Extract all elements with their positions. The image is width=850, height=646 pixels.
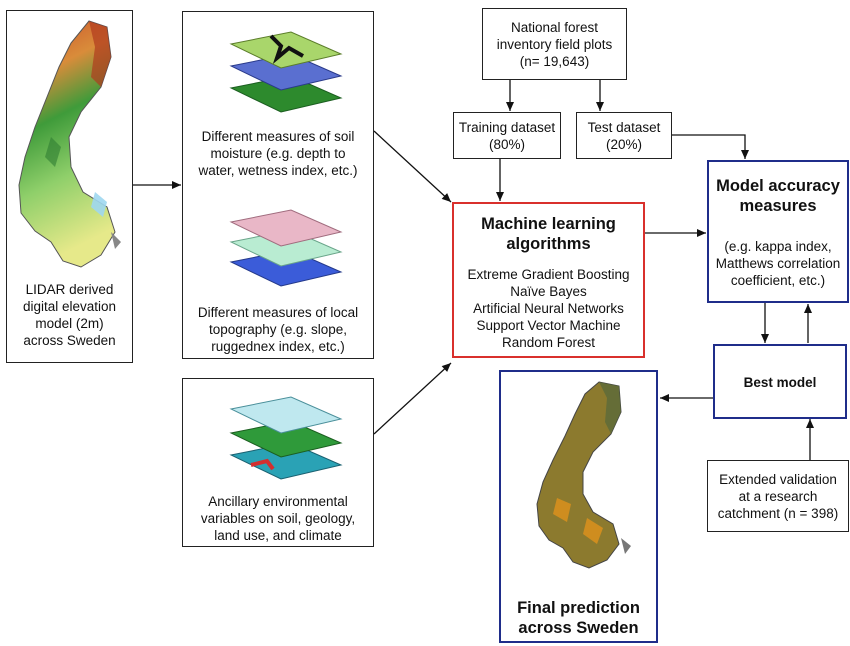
ancillary-layers-image bbox=[229, 396, 343, 480]
ml-algorithm-item: Naïve Bayes bbox=[510, 284, 587, 299]
lidar-label: LIDAR derived digital elevation model (2… bbox=[22, 282, 117, 348]
ml-algorithm-item: Extreme Gradient Boosting bbox=[467, 267, 630, 282]
soil-moisture-label: Different measures of soil moisture (e.g… bbox=[198, 129, 358, 178]
topography-label: Different measures of local topography (… bbox=[197, 305, 359, 354]
ml-algorithm-item: Support Vector Machine bbox=[476, 318, 621, 333]
best-model-box: Best model bbox=[713, 344, 847, 419]
lidar-box: LIDAR derived digital elevation model (2… bbox=[6, 10, 133, 363]
test-dataset-label: Test dataset (20%) bbox=[587, 120, 661, 152]
extended-validation-label: Extended validation at a research catchm… bbox=[717, 472, 839, 521]
field-plots-box: National forest inventory field plots (n… bbox=[482, 8, 627, 80]
ml-algorithms-box: Machine learning algorithms Extreme Grad… bbox=[452, 202, 645, 358]
sweden-elevation-map-image bbox=[18, 20, 121, 268]
ml-algorithm-item: Random Forest bbox=[501, 335, 596, 350]
sweden-prediction-map-image bbox=[536, 381, 631, 569]
ml-algorithm-item: Artificial Neural Networks bbox=[473, 301, 624, 316]
topography-layers-image bbox=[229, 209, 343, 287]
arrow-test-to-accuracy bbox=[672, 134, 749, 159]
arrow-ancillary-to-ml bbox=[373, 362, 452, 435]
soil-moisture-layers-image bbox=[229, 31, 343, 113]
best-model-label: Best model bbox=[743, 375, 817, 390]
field-plots-label: National forest inventory field plots (n… bbox=[496, 20, 613, 69]
measures-box: Different measures of soil moisture (e.g… bbox=[182, 11, 374, 359]
training-dataset-box: Training dataset (80%) bbox=[453, 112, 561, 159]
training-dataset-label: Training dataset (80%) bbox=[458, 120, 556, 152]
ml-title: Machine learning algorithms bbox=[481, 215, 616, 253]
model-accuracy-box: Model accuracy measures (e.g. kappa inde… bbox=[707, 160, 849, 303]
test-dataset-box: Test dataset (20%) bbox=[576, 112, 672, 159]
final-prediction-box: Final prediction across Sweden bbox=[499, 370, 658, 643]
accuracy-title: Model accuracy measures bbox=[716, 177, 840, 215]
arrow-measures-to-ml bbox=[373, 130, 452, 203]
ml-algorithm-list: Extreme Gradient Boosting Naïve Bayes Ar… bbox=[454, 266, 643, 351]
ancillary-box: Ancillary environmental variables on soi… bbox=[182, 378, 374, 547]
ancillary-label: Ancillary environmental variables on soi… bbox=[200, 494, 356, 543]
accuracy-details: (e.g. kappa index, Matthews correlation … bbox=[715, 239, 841, 288]
extended-validation-box: Extended validation at a research catchm… bbox=[707, 460, 849, 532]
final-prediction-title: Final prediction across Sweden bbox=[517, 599, 640, 637]
